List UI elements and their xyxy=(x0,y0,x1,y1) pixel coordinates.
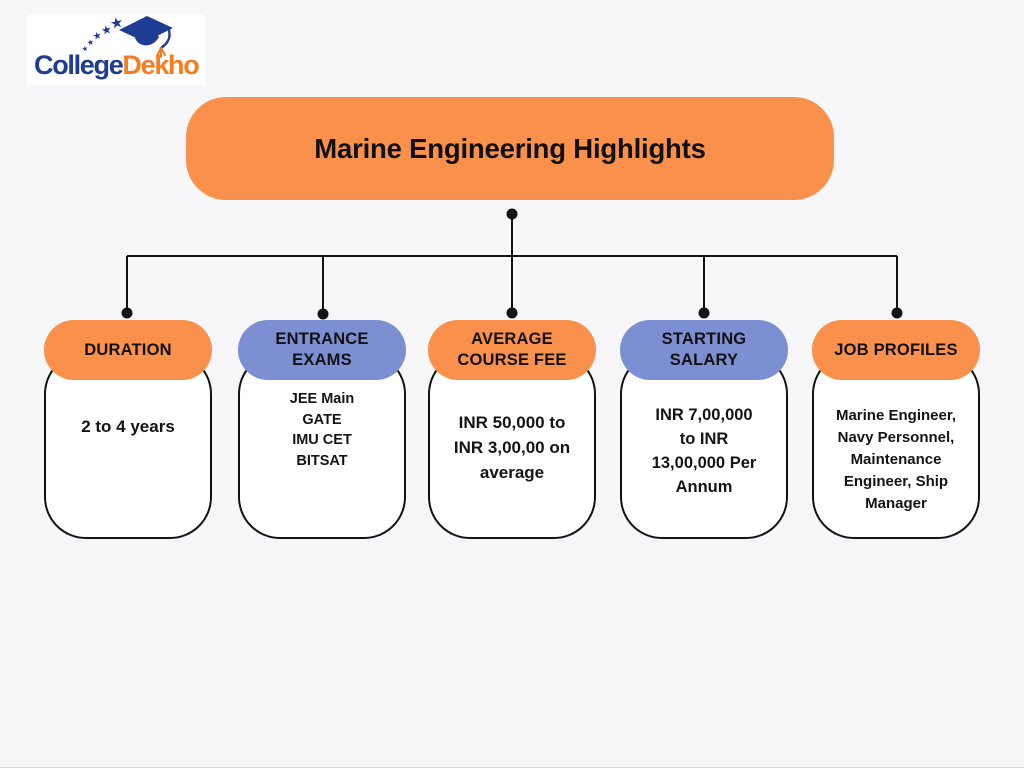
connector-dot xyxy=(121,208,903,320)
card-body: Marine Engineer, Navy Personnel, Mainten… xyxy=(812,352,980,539)
card-header: ENTRANCE EXAMS xyxy=(238,320,406,380)
page-title: Marine Engineering Highlights xyxy=(314,132,706,164)
card-value: JEE Main GATE IMU CET BITSAT xyxy=(289,391,355,469)
card-starting-salary: INR 7,00,000 to INR 13,00,000 Per Annum … xyxy=(620,320,788,542)
card-duration: 2 to 4 years DURATION xyxy=(44,320,212,542)
card-header: STARTING SALARY xyxy=(620,320,788,380)
card-value: INR 7,00,000 to INR 13,00,000 Per Annum xyxy=(651,406,757,496)
card-value: Marine Engineer, Navy Personnel, Mainten… xyxy=(835,407,957,512)
logo-dekho-text: Dekho xyxy=(122,50,199,80)
card-header: JOB PROFILES xyxy=(812,320,980,380)
card-body: INR 50,000 to INR 3,00,00 on average xyxy=(428,352,596,539)
connector-line xyxy=(126,215,898,313)
card-body: 2 to 4 years xyxy=(44,352,212,539)
graduation-cap-icon xyxy=(119,16,173,58)
card-body: INR 7,00,000 to INR 13,00,000 Per Annum xyxy=(620,352,788,539)
logo-wordmark: CollegeDekho xyxy=(34,50,200,81)
collegedekho-logo: ★ ★ ★ ★ ★ CollegeDekho xyxy=(27,14,205,85)
card-average-course-fee: INR 50,000 to INR 3,00,00 on average AVE… xyxy=(428,320,596,542)
card-value: 2 to 4 years xyxy=(81,417,175,436)
logo-college-text: College xyxy=(34,50,124,80)
title-banner: Marine Engineering Highlights xyxy=(186,97,834,200)
card-job-profiles: Marine Engineer, Navy Personnel, Mainten… xyxy=(812,320,980,542)
card-entrance-exams: JEE Main GATE IMU CET BITSAT ENTRANCE EX… xyxy=(238,320,406,542)
card-header: AVERAGE COURSE FEE xyxy=(428,320,596,380)
card-body: JEE Main GATE IMU CET BITSAT xyxy=(238,352,406,539)
card-header: DURATION xyxy=(44,320,212,380)
card-value: INR 50,000 to INR 3,00,00 on average xyxy=(453,413,571,482)
